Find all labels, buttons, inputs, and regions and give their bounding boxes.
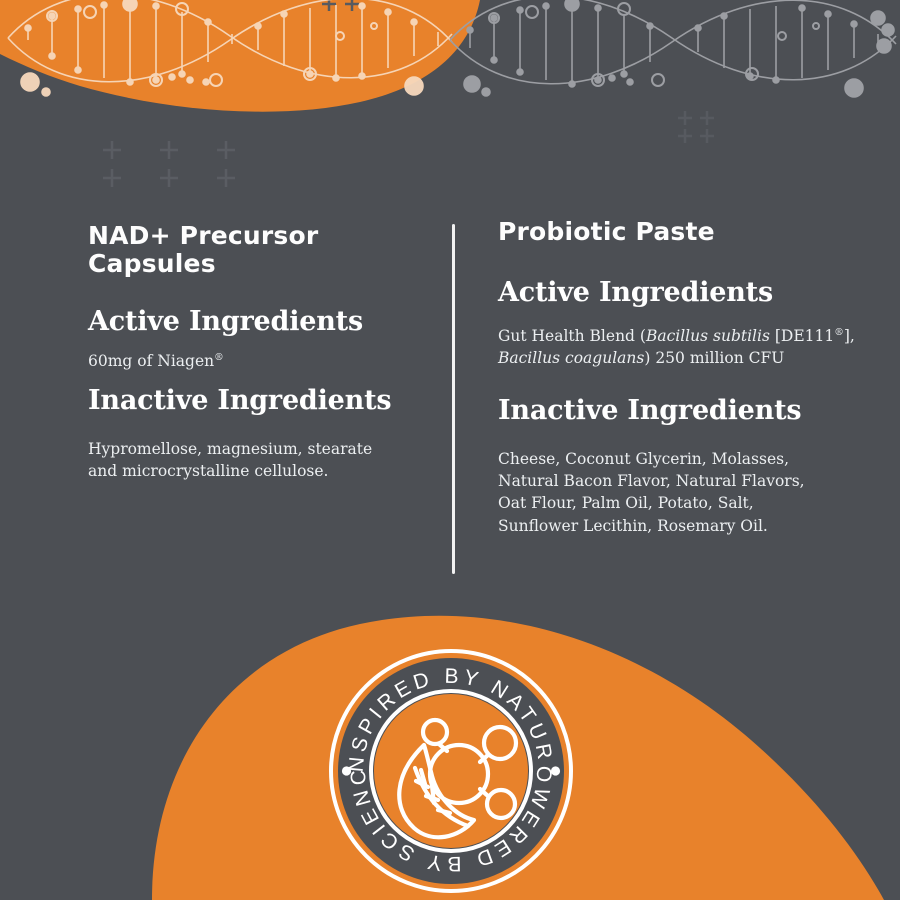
column-nad-precursor-capsules: NAD+ Precursor Capsules Active Ingredien… <box>88 196 438 483</box>
product-title-right: Probiotic Paste <box>498 217 715 246</box>
brand-seal-badge: INSPIRED BY NATURE POWERED BY SCIENCE <box>328 648 573 893</box>
active-ingredients-heading-right: Active Ingredients <box>498 276 773 308</box>
active-ingredient-value-left: 60mg of Niagen <box>88 352 215 371</box>
strain-code-prefix: [DE111 <box>769 326 835 345</box>
blend-suffix: ) 250 million CFU <box>644 349 785 368</box>
inactive-line-3: Oat Flour, Palm Oil, Potato, Salt, <box>498 494 754 513</box>
active-ingredients-body-right: Gut Health Blend (Bacillus subtilis [DE1… <box>498 325 856 370</box>
leaf-molecule-icon <box>397 717 519 840</box>
badge-dot-left <box>341 766 352 776</box>
badge-dot-right <box>550 766 561 776</box>
strain-code-suffix: ], <box>843 326 855 345</box>
inactive-ingredients-body-right: Cheese, Coconut Glycerin, Molasses, Natur… <box>498 448 856 538</box>
active-ingredients-heading-left: Active Ingredients <box>88 306 363 337</box>
inactive-ingredients-body-left: Hypromellose, magnesium, stearate and mic… <box>88 438 438 483</box>
inactive-ingredients-heading-right: Inactive Ingredients <box>498 395 802 427</box>
inactive-ingredients-heading-left: Inactive Ingredients <box>88 384 392 416</box>
blend-prefix: Gut Health Blend ( <box>498 326 646 345</box>
species-name-2: Bacillus coagulans <box>498 349 645 368</box>
registered-trademark-icon: ® <box>214 351 224 363</box>
orange-top-shape <box>0 0 480 112</box>
inactive-line-1: Cheese, Coconut Glycerin, Molasses, <box>498 449 790 468</box>
inactive-line-2: and microcrystalline cellulose. <box>88 462 329 481</box>
column-divider <box>452 224 455 574</box>
inactive-line-1: Hypromellose, magnesium, stearate <box>88 439 373 458</box>
plus-marks-decoration-right <box>322 0 714 143</box>
plus-marks-decoration <box>103 141 235 187</box>
active-ingredients-body-left: 60mg of Niagen® <box>88 350 438 372</box>
inactive-line-4: Sunflower Lecithin, Rosemary Oil. <box>498 516 768 535</box>
inactive-line-2: Natural Bacon Flavor, Natural Flavors, <box>498 472 805 490</box>
ingredients-content: NAD+ Precursor Capsules Active Ingredien… <box>0 196 900 596</box>
registered-trademark-icon-2: ® <box>834 326 844 338</box>
dna-helix-left <box>7 0 453 97</box>
column-probiotic-paste: Probiotic Paste Active Ingredients Gut H… <box>498 196 856 537</box>
species-name-1: Bacillus subtilis <box>645 326 770 345</box>
dna-helix-right <box>449 0 897 98</box>
product-title-left: NAD+ Precursor Capsules <box>88 221 319 278</box>
